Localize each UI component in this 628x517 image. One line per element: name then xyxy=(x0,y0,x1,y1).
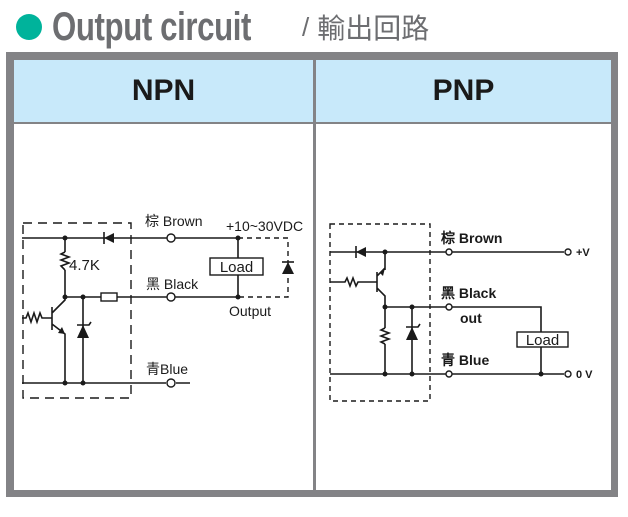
npn-sensor-boundary xyxy=(22,222,132,399)
pnp-zero-v-label: 0 V xyxy=(576,369,593,381)
npn-external-diode-icon xyxy=(282,262,294,274)
pnp-load-box xyxy=(516,331,569,348)
pnp-blue-label: 青 Blue xyxy=(441,352,489,368)
npn-circuit: Load 棕 Brown 黑 Black 青Blue 4.7K +10~30VD… xyxy=(22,213,303,399)
pnp-brown-terminal xyxy=(445,248,453,256)
pnp-blue-terminal xyxy=(445,370,453,378)
npn-header: NPN xyxy=(14,60,313,124)
npn-transistor-icon xyxy=(22,297,66,383)
pnp-circuit: Load 棕 Brown 黑 Black out 青 Blue +V 0 V xyxy=(329,223,593,402)
bullet-dot-icon xyxy=(16,14,42,40)
pnp-zener-icon xyxy=(406,307,421,374)
pnp-resistor xyxy=(378,327,392,345)
pnp-header: PNP xyxy=(316,60,611,124)
npn-brown-label: 棕 Brown xyxy=(145,213,203,229)
pnp-panel: PNP xyxy=(316,60,611,490)
npn-blue-label: 青Blue xyxy=(146,361,188,377)
pnp-black-label: 黑 Black xyxy=(441,285,496,301)
pnp-transistor-icon xyxy=(380,268,385,276)
pnp-plus-v-terminal xyxy=(564,248,572,256)
npn-blue-terminal xyxy=(166,378,176,388)
title-separator: / xyxy=(302,11,310,42)
section-title: Output circuit / 輸出回路 xyxy=(16,4,429,50)
npn-resistor-label: 4.7K xyxy=(69,257,100,274)
npn-black-terminal xyxy=(166,292,176,302)
npn-diode-icon xyxy=(104,233,114,243)
pnp-black-terminal xyxy=(445,303,453,311)
pnp-out-label: out xyxy=(460,310,482,326)
npn-output-label: Output xyxy=(229,303,271,319)
pnp-brown-label: 棕 Brown xyxy=(440,230,502,246)
pnp-diode-icon xyxy=(356,247,366,257)
pnp-load-label: Load xyxy=(526,332,559,349)
npn-load-box xyxy=(209,257,264,276)
npn-load-label: Load xyxy=(220,259,253,276)
npn-brown-terminal xyxy=(166,233,176,243)
npn-supply-label: +10~30VDC xyxy=(226,218,303,234)
pnp-sensor-boundary xyxy=(329,223,431,402)
title-chinese: 輸出回路 xyxy=(317,12,430,45)
pnp-zero-v-terminal xyxy=(564,370,572,378)
npn-black-label: 黑 Black xyxy=(146,276,199,292)
title-english: Output circuit xyxy=(52,4,252,49)
pnp-plus-v-label: +V xyxy=(576,247,590,259)
npn-resistor-4k7 xyxy=(58,251,72,271)
npn-output-resistor xyxy=(100,292,118,302)
npn-zener-icon xyxy=(77,297,92,383)
